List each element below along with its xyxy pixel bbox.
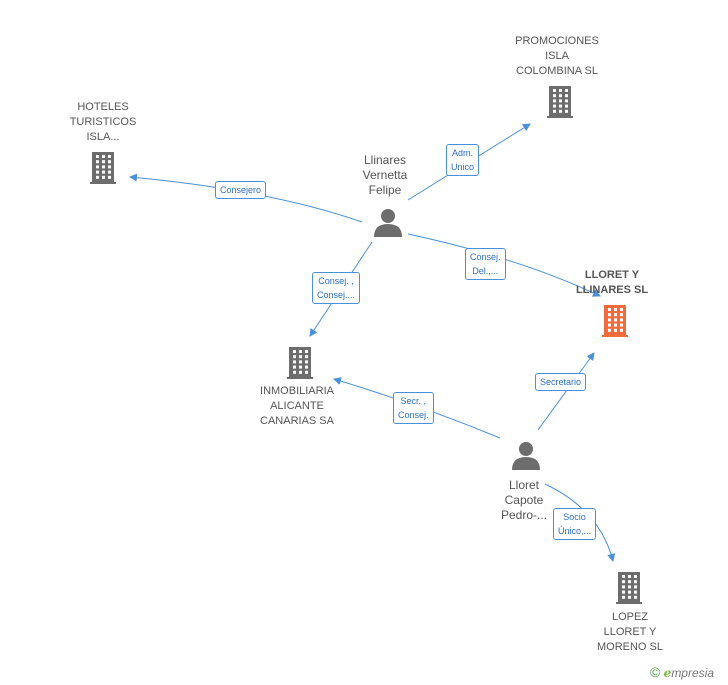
node-llinares-label[interactable]: Llinares Vernetta Felipe xyxy=(325,153,445,198)
edge-socio-unico-line-1: Socio xyxy=(563,512,586,522)
edge-consej-del-line-2: Del.,... xyxy=(472,266,499,276)
edge-secr-consej-line-2: Consej. xyxy=(398,410,429,420)
node-inmobiliaria-line-1: INMOBILIARIA xyxy=(260,385,334,397)
node-lloret-capote-line-2: Capote xyxy=(504,493,544,507)
edge-adm-unico-line-1: Adm. xyxy=(452,148,474,158)
person-icon-llinares[interactable] xyxy=(374,209,402,237)
brand-logo-text: mpresia xyxy=(671,666,714,680)
node-inmobiliaria-label[interactable]: INMOBILIARIA ALICANTE CANARIAS SA xyxy=(237,384,357,429)
node-hoteles-line-2: TURISTICOS xyxy=(69,116,137,128)
edge-secretario-line-1: Secretario xyxy=(540,377,582,387)
person-icon-lloret-capote[interactable] xyxy=(512,442,540,470)
building-icon-promociones[interactable] xyxy=(547,86,573,118)
building-icon-hoteles[interactable] xyxy=(90,152,116,184)
building-icon-inmobiliaria[interactable] xyxy=(287,347,313,379)
node-inmobiliaria-line-3: CANARIAS SA xyxy=(260,415,334,427)
node-hoteles-line-3: ISLA... xyxy=(86,131,120,143)
edge-consej-del-line-1: Consej. xyxy=(470,252,501,262)
node-promociones-label[interactable]: PROMOCIONES ISLA COLOMBINA SL xyxy=(497,34,617,79)
building-icon-lloret-llinares[interactable] xyxy=(602,305,628,337)
edge-adm-unico-line-2: Unico xyxy=(451,162,475,172)
edge-label-socio-unico[interactable]: Socio Único,... xyxy=(553,508,597,540)
node-lloret-llinares-line-1: LLORET Y xyxy=(584,269,640,281)
empresia-brand[interactable]: © empresia xyxy=(650,664,714,680)
node-lloret-capote-line-3: Pedro-... xyxy=(500,508,548,522)
edge-label-secretario[interactable]: Secretario xyxy=(535,373,587,391)
edge-label-secr-consej[interactable]: Secr. , Consej. xyxy=(393,392,434,424)
node-lopez-line-1: LOPEZ xyxy=(611,611,649,623)
node-lloret-llinares-label[interactable]: LLORET Y LLINARES SL xyxy=(552,268,672,298)
edge-label-consejero[interactable]: Consejero xyxy=(215,181,267,199)
node-lopez-line-2: LLORET Y xyxy=(603,626,657,638)
node-promociones-line-3: COLOMBINA SL xyxy=(516,65,598,77)
node-hoteles-label[interactable]: HOTELES TURISTICOS ISLA... xyxy=(43,100,163,145)
building-icon-lopez[interactable] xyxy=(616,572,642,604)
node-llinares-line-1: Llinares xyxy=(363,153,407,167)
edge-consej-consej-line-1: Consej. , xyxy=(318,276,354,286)
edge-label-consej-consej[interactable]: Consej. , Consej.... xyxy=(312,272,361,304)
edge-consej-consej-line-2: Consej.... xyxy=(317,290,356,300)
node-hoteles-line-1: HOTELES xyxy=(77,101,129,113)
edge-line-consej-del xyxy=(407,233,601,297)
edge-label-consej-del[interactable]: Consej. Del.,... xyxy=(465,248,506,280)
node-promociones-line-2: ISLA xyxy=(545,50,569,62)
edge-socio-unico-line-2: Único,... xyxy=(558,526,592,536)
node-lloret-capote-label[interactable]: Lloret Capote Pedro-... xyxy=(464,478,584,523)
edge-line-secretario xyxy=(537,352,595,431)
edge-secr-consej-line-1: Secr. , xyxy=(400,396,427,406)
edge-consejero-line-1: Consejero xyxy=(220,185,262,195)
node-inmobiliaria-line-2: ALICANTE xyxy=(270,400,324,412)
node-lloret-capote-line-1: Lloret xyxy=(508,478,540,492)
node-lloret-llinares-line-2: LLINARES SL xyxy=(575,284,649,296)
node-lopez-line-3: MORENO SL xyxy=(596,641,663,653)
node-llinares-line-2: Vernetta xyxy=(362,168,408,182)
brand-logo-e: e xyxy=(663,666,672,680)
node-promociones-line-1: PROMOCIONES xyxy=(515,35,599,47)
node-llinares-line-3: Felipe xyxy=(368,183,402,197)
edge-label-adm-unico[interactable]: Adm. Unico xyxy=(446,144,480,176)
copyright-icon: © xyxy=(650,664,661,680)
node-lopez-label[interactable]: LOPEZ LLORET Y MORENO SL xyxy=(570,610,690,655)
